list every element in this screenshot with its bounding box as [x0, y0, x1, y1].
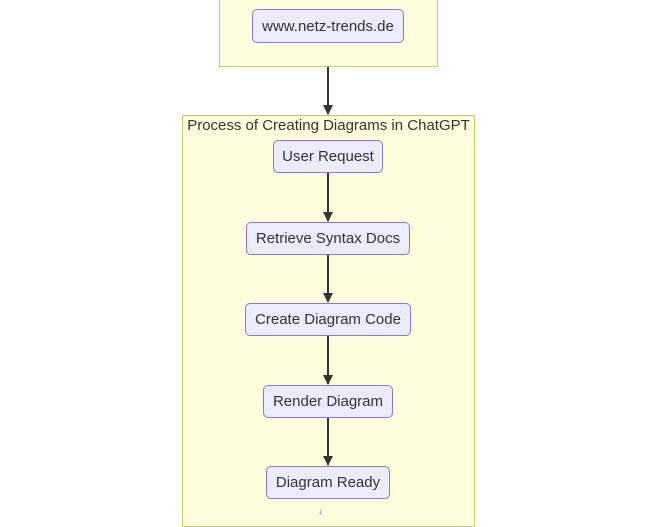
step-retrieve-syntax-docs: Retrieve Syntax Docs: [246, 222, 410, 255]
step-user-request: User Request: [273, 140, 383, 173]
step-render-diagram: Render Diagram: [263, 385, 393, 418]
site-node: www.netz-trends.de: [252, 9, 404, 43]
step-create-diagram-code: Create Diagram Code: [245, 303, 411, 336]
down-arrow-icon[interactable]: ↓: [318, 506, 323, 516]
step-diagram-ready: Diagram Ready: [266, 466, 390, 499]
cluster-title: Process of Creating Diagrams in ChatGPT: [187, 117, 470, 134]
